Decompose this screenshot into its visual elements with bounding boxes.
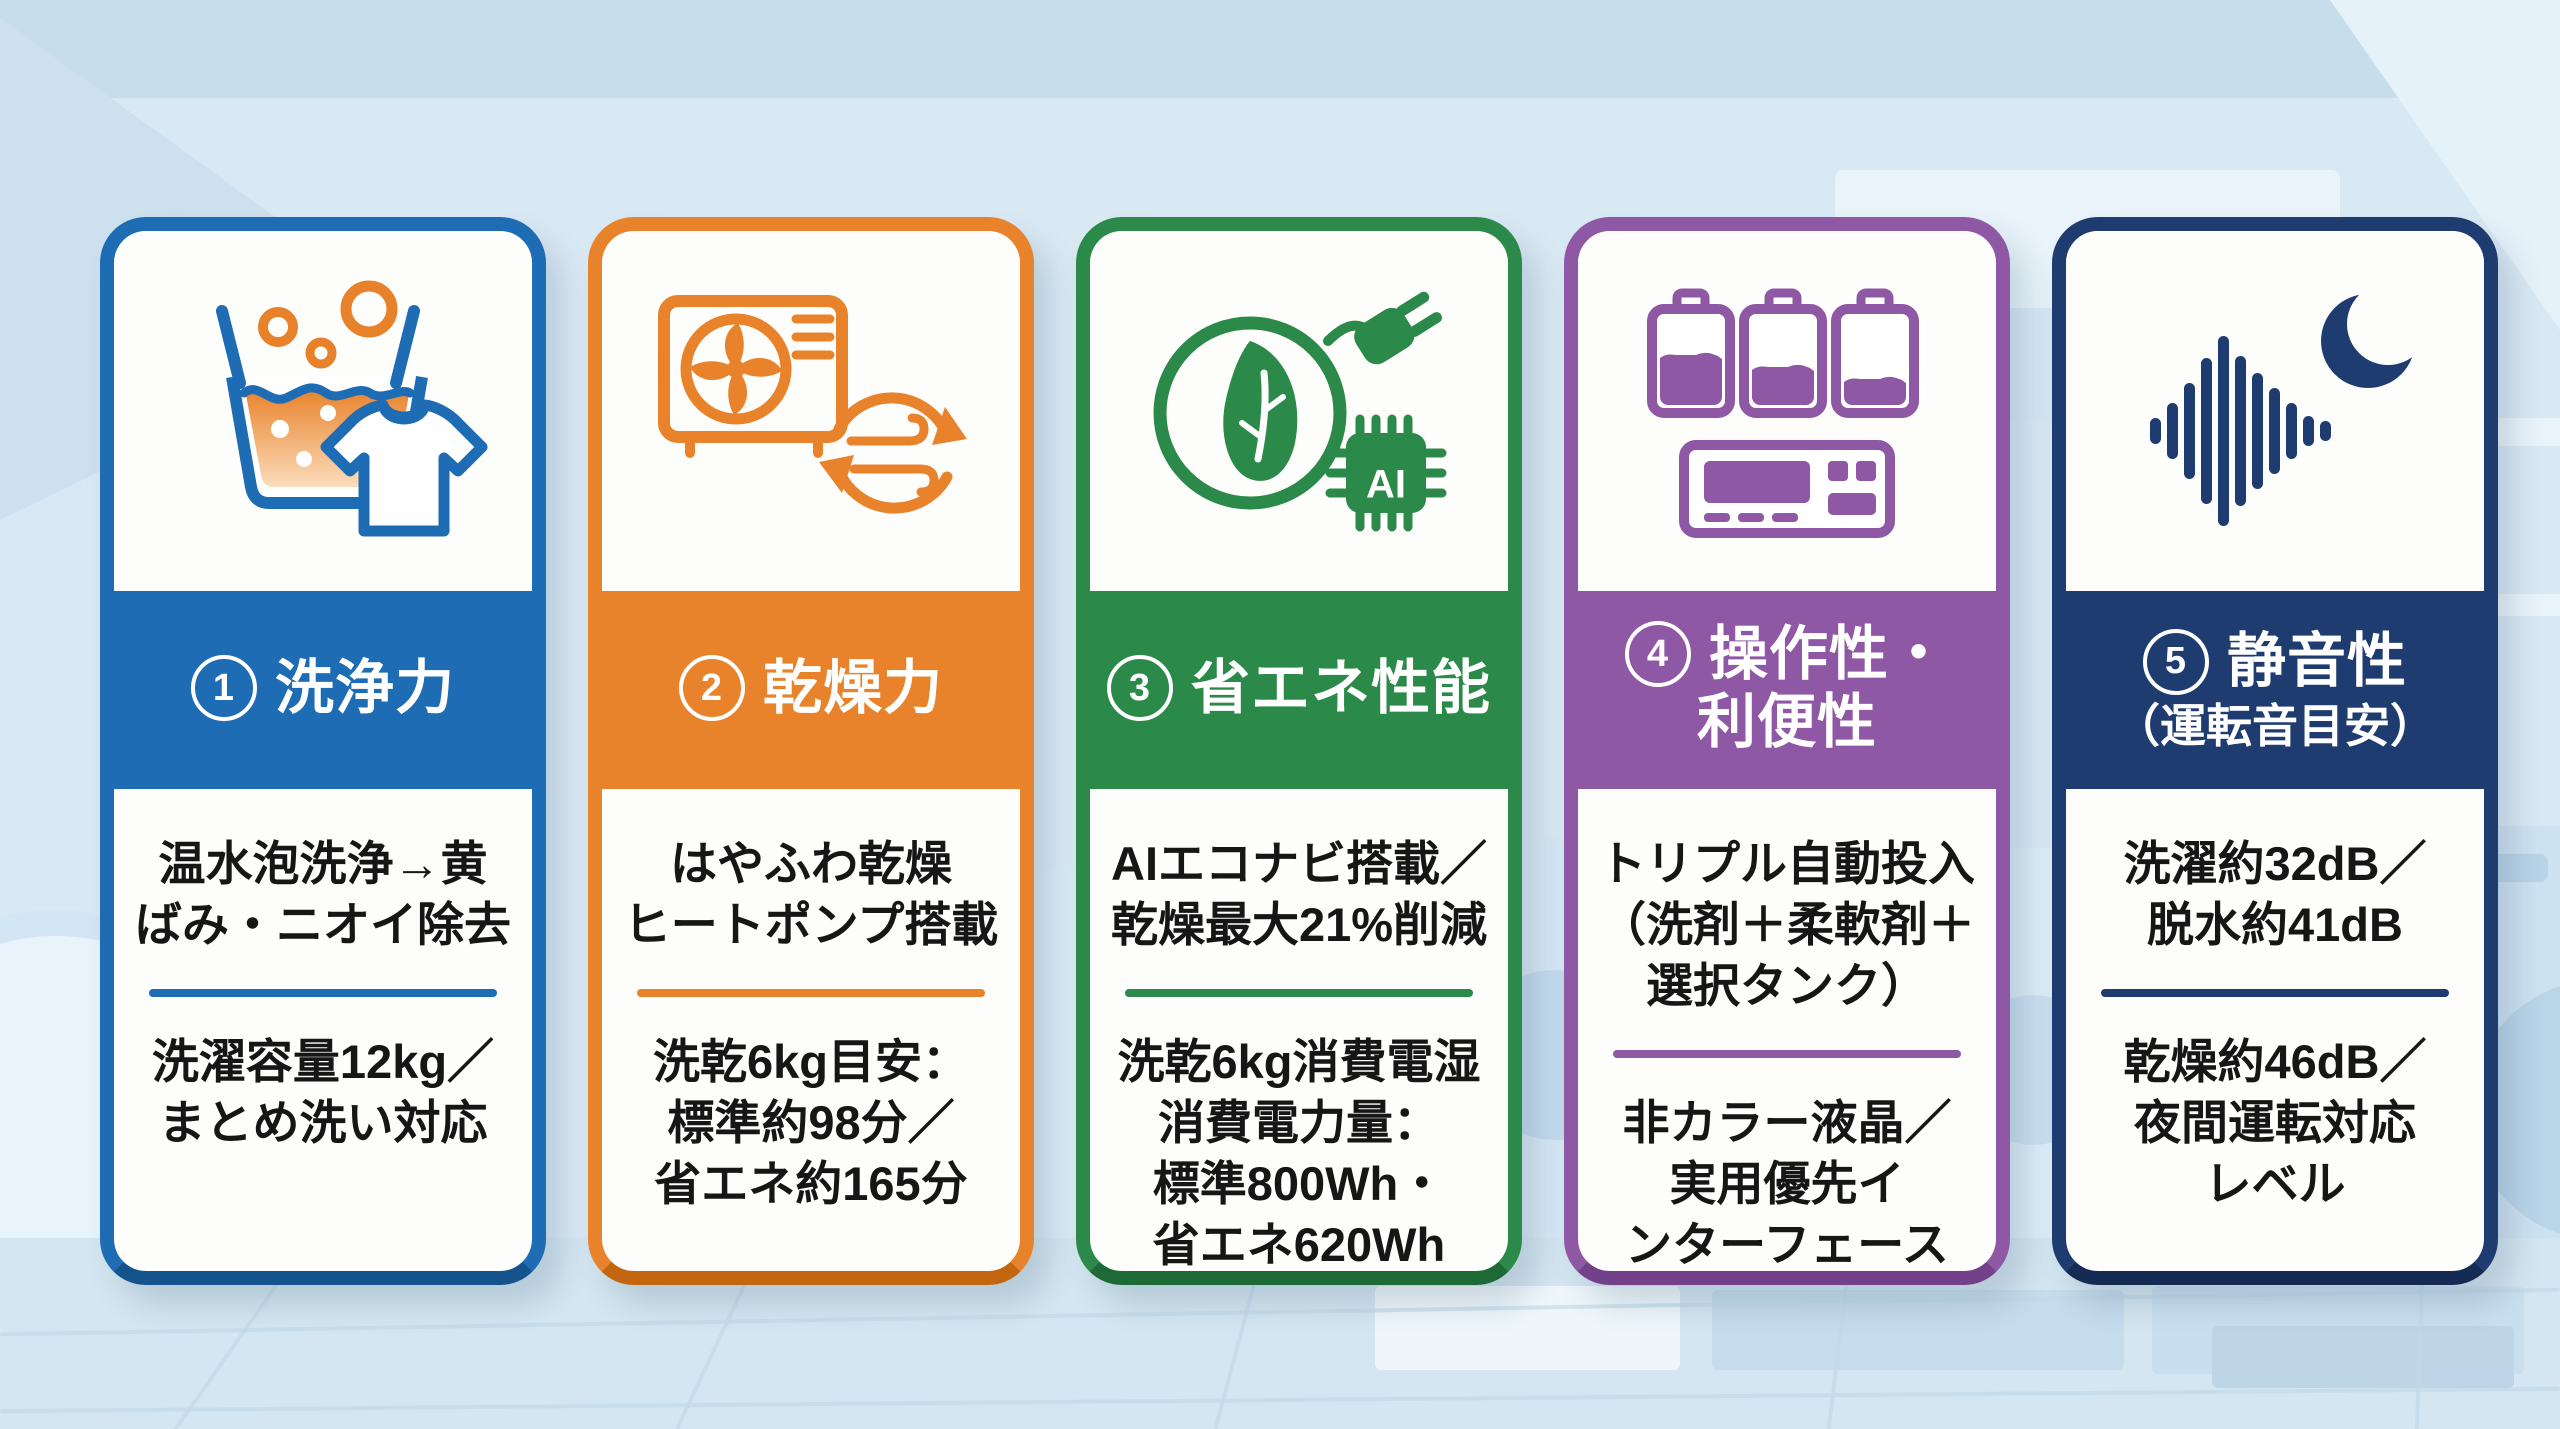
divider — [1613, 1050, 1961, 1059]
power-plug — [1323, 291, 1442, 365]
eco-leaf-ai-chip-icon: AI — [1153, 291, 1447, 532]
number-badge: 4 — [1624, 620, 1691, 687]
card-title: 洗浄力 — [274, 654, 455, 721]
ai-chip: AI — [1325, 414, 1447, 532]
card-subtitle: （運転音目安） — [2114, 699, 2436, 752]
card-icon-area — [114, 231, 532, 591]
spec-text: 乾燥約46dB／ 夜間運転対応 レベル — [2123, 1035, 2427, 1211]
t-shirt — [320, 399, 488, 537]
feature-text: AIエコナビ搭載／ 乾燥最大21%削減 — [1110, 837, 1488, 952]
detergent-tanks-panel-icon — [1647, 288, 1919, 538]
number-badge: 2 — [678, 655, 745, 722]
spec-text: 洗乾6kg消費電湿 消費電力量： 標準800Wh・ 省エネ620Wh — [1117, 1035, 1481, 1272]
wash-basin-shirt-icon — [216, 280, 488, 537]
card-body: 温水泡洗浄→黄 ばみ・ニオイ除去 洗濯容量12kg／ まとめ洗い対応 — [114, 789, 532, 1271]
divider — [637, 989, 985, 998]
detergent-tanks — [1647, 288, 1919, 418]
sound-wave-bars — [2150, 336, 2331, 526]
number-badge: 3 — [1106, 655, 1173, 722]
card-header-band: 3 省エネ性能 — [1090, 591, 1508, 789]
card-body: 洗濯約32dB／ 脱水約41dB 乾燥約46dB／ 夜間運転対応 レベル — [2066, 789, 2484, 1271]
divider — [1125, 989, 1473, 998]
divider — [2101, 989, 2449, 998]
spec-text: 洗濯容量12kg／ まとめ洗い対応 — [151, 1035, 495, 1150]
feature-text: はやふわ乾燥 ヒートポンプ搭載 — [623, 837, 999, 952]
crescent-moon — [2321, 283, 2429, 388]
card-header-band: 1 洗浄力 — [114, 591, 532, 789]
card-title: 操作性・ 利便性 — [1696, 620, 1949, 755]
card-icon-area — [602, 231, 1020, 591]
card-body: トリプル自動投入 （洗剤＋柔軟剤＋ 選択タンク） 非カラー液晶／ 実用優先イ ン… — [1578, 789, 1996, 1272]
card-body: はやふわ乾燥 ヒートポンプ搭載 洗乾6kg目安： 標準約98分／ 省エネ約165… — [602, 789, 1020, 1271]
spec-text: 非カラー液晶／ 実用優先イ ンターフェース — [1622, 1096, 1952, 1272]
number-badge: 1 — [190, 655, 257, 722]
feature-card-energy-saving: AI 3 省エネ性能 AIエコナビ搭載／ 乾燥最大21%削減 洗乾6kg消費電湿 … — [1076, 217, 1522, 1285]
card-title: 静音性 — [2226, 628, 2407, 695]
ai-chip-label: AI — [1366, 463, 1406, 507]
card-body: AIエコナビ搭載／ 乾燥最大21%削減 洗乾6kg消費電湿 消費電力量： 標準8… — [1090, 789, 1508, 1272]
feature-text: 温水泡洗浄→黄 ばみ・ニオイ除去 — [135, 837, 511, 952]
bubbles — [258, 280, 398, 369]
feature-text: 洗濯約32dB／ 脱水約41dB — [2123, 837, 2427, 952]
card-title: 省エネ性能 — [1190, 654, 1491, 721]
card-icon-area — [2066, 231, 2484, 591]
card-icon-area: AI — [1090, 231, 1508, 591]
feature-card-quietness: 5 静音性 （運転音目安） 洗濯約32dB／ 脱水約41dB 乾燥約46dB／ 夜… — [2052, 217, 2498, 1285]
divider — [149, 989, 497, 998]
card-header-band: 2 乾燥力 — [602, 591, 1020, 789]
air-cycle-arrows — [819, 392, 967, 514]
feature-text: トリプル自動投入 （洗剤＋柔軟剤＋ 選択タンク） — [1599, 837, 1975, 1013]
feature-card-washing-power: 1 洗浄力 温水泡洗浄→黄 ばみ・ニオイ除去 洗濯容量12kg／ まとめ洗い対応 — [100, 217, 546, 1285]
appliance-base — [1375, 1286, 1680, 1370]
feature-card-drying-power: 2 乾燥力 はやふわ乾燥 ヒートポンプ搭載 洗乾6kg目安： 標準約98分／ 省エ… — [588, 217, 1034, 1285]
eco-leaf-ring — [1153, 316, 1347, 510]
ceiling — [0, 0, 2560, 98]
heat-pump-airflow-icon — [658, 295, 967, 514]
card-header-band: 5 静音性 （運転音目安） — [2066, 591, 2484, 789]
fan-blades — [690, 323, 782, 415]
card-icon-area — [1578, 231, 1996, 591]
control-panel — [1679, 440, 1895, 538]
heat-pump-unit — [658, 295, 848, 458]
background-appliance — [1038, 868, 1078, 1258]
card-title: 乾燥力 — [762, 654, 943, 721]
number-badge: 5 — [2142, 628, 2209, 695]
appliance-base — [2212, 1326, 2514, 1388]
feature-cards-row: 1 洗浄力 温水泡洗浄→黄 ばみ・ニオイ除去 洗濯容量12kg／ まとめ洗い対応 — [100, 217, 2498, 1285]
sound-wave-moon-icon — [2150, 283, 2429, 526]
spec-text: 洗乾6kg目安： 標準約98分／ 省エネ約165分 — [653, 1035, 969, 1211]
